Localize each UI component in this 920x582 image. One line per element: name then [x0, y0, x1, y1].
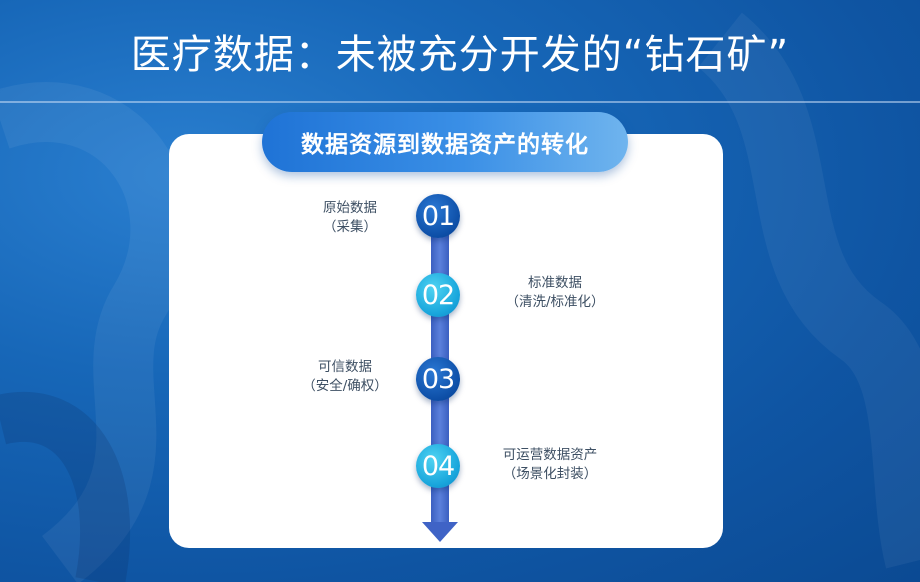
step-04-label: 可运营数据资产 （场景化封装） — [485, 446, 615, 484]
step-04-subtitle: （场景化封装） — [502, 466, 598, 482]
step-01-label: 原始数据 （采集） — [300, 199, 400, 237]
step-02-title: 标准数据 — [528, 275, 582, 291]
step-03-label: 可信数据 （安全/确权） — [290, 358, 400, 396]
page-title: 医疗数据：未被充分开发的“钻石矿” — [130, 32, 790, 78]
step-01-subtitle: （采集） — [323, 219, 377, 235]
timeline-arrowhead — [422, 522, 458, 542]
step-01-title: 原始数据 — [323, 200, 377, 216]
step-04-number: 04 — [416, 444, 460, 488]
step-03-subtitle: （安全/确权） — [302, 378, 388, 394]
step-03-number: 03 — [416, 357, 460, 401]
title-divider — [0, 101, 920, 103]
step-02-subtitle: （清洗/标准化） — [505, 294, 605, 310]
card-subtitle: 数据资源到数据资产的转化 — [262, 112, 628, 172]
step-04-title: 可运营数据资产 — [502, 447, 598, 463]
step-02-label: 标准数据 （清洗/标准化） — [490, 274, 620, 312]
step-03-title: 可信数据 — [318, 359, 372, 375]
step-01-number: 01 — [416, 194, 460, 238]
step-02-number: 02 — [416, 273, 460, 317]
